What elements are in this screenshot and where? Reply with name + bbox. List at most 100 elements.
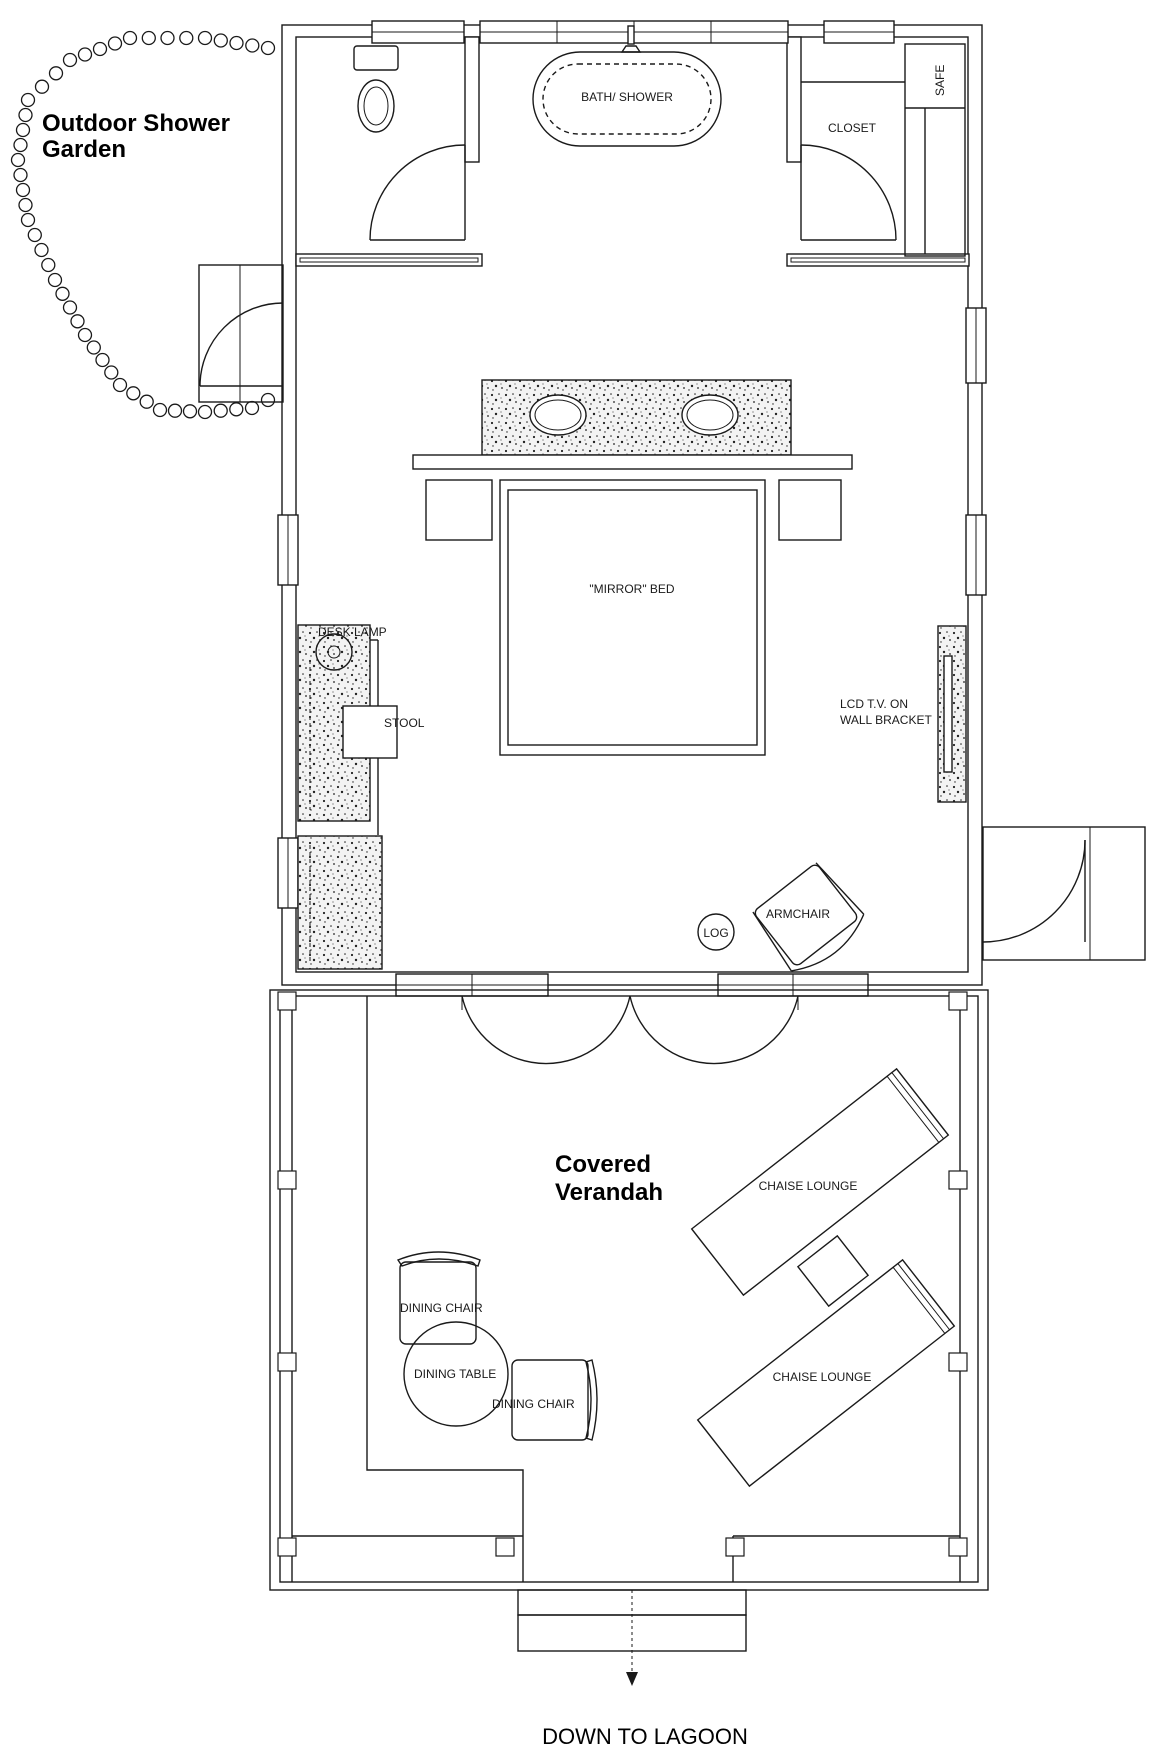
- garden-dot: [20, 92, 36, 108]
- bed-label: "MIRROR" BED: [589, 582, 675, 596]
- garden-dot: [34, 242, 49, 258]
- garden-dot: [141, 30, 156, 46]
- dining-chair-2-label: DINING CHAIR: [492, 1397, 575, 1411]
- garden-dot: [104, 365, 119, 380]
- verandah-post: [277, 1170, 297, 1190]
- chaise-1-label: CHAISE LOUNGE: [759, 1179, 858, 1193]
- verandah-post: [948, 1537, 968, 1557]
- garden-dot: [15, 122, 31, 138]
- garden-dot: [112, 377, 128, 393]
- chaise-lounge-2: [696, 1258, 956, 1488]
- verandah-post: [725, 1537, 745, 1557]
- outdoor-label-2: Garden: [42, 136, 126, 163]
- armchair: [752, 862, 865, 972]
- tv-wall-bracket: [937, 625, 967, 803]
- closet-label: CLOSET: [828, 121, 877, 135]
- garden-dot: [18, 107, 33, 123]
- garden-dot: [213, 403, 228, 418]
- dining-chair-1: [396, 1251, 481, 1345]
- outdoor-label-1: Outdoor Shower: [42, 110, 230, 137]
- vanity-counter: [412, 379, 853, 470]
- verandah-post: [948, 1170, 968, 1190]
- garden-dot: [77, 327, 93, 343]
- garden-dot: [179, 30, 194, 46]
- garden-dot: [260, 392, 276, 408]
- verandah-label-2: Verandah: [555, 1179, 663, 1206]
- garden-dot: [229, 35, 244, 51]
- building-walls: [281, 24, 983, 986]
- garden-dot: [197, 404, 213, 420]
- down-to-lagoon-label: DOWN TO LAGOON: [542, 1724, 748, 1749]
- verandah-post: [948, 991, 968, 1011]
- garden-dot: [245, 38, 260, 53]
- closet: [801, 43, 966, 257]
- garden-dot: [15, 182, 31, 198]
- verandah-post: [277, 1352, 297, 1372]
- side-door-right: [982, 826, 1146, 961]
- dining-table-label: DINING TABLE: [414, 1367, 496, 1381]
- garden-dot: [95, 352, 110, 368]
- garden-dotted-outline: [10, 30, 276, 420]
- garden-dot: [20, 212, 36, 228]
- garden-dot: [167, 403, 183, 418]
- garden-dot: [18, 197, 33, 213]
- chaise-lounge-1: [690, 1067, 950, 1297]
- garden-dot: [107, 36, 123, 51]
- garden-dot: [13, 137, 28, 153]
- garden-dot: [182, 404, 198, 419]
- garden-dot: [41, 257, 56, 273]
- nightstands: [425, 479, 842, 541]
- garden-dot: [260, 40, 276, 56]
- verandah-post: [495, 1537, 515, 1557]
- garden-dot: [47, 272, 63, 288]
- tv-label-2: WALL BRACKET: [840, 713, 932, 727]
- mirror-bed: [499, 479, 766, 756]
- desk: [297, 624, 398, 970]
- garden-dot: [86, 340, 101, 355]
- verandah-post: [277, 991, 297, 1011]
- garden-dot: [62, 52, 78, 68]
- french-doors: [461, 995, 799, 1065]
- log-stool: [697, 913, 735, 951]
- garden-dot: [139, 394, 154, 409]
- log-label: LOG: [703, 926, 728, 940]
- tv-label-1: LCD T.V. ON: [840, 697, 908, 711]
- dining-chair-1-label: DINING CHAIR: [400, 1301, 483, 1315]
- armchair-label: ARMCHAIR: [766, 907, 830, 921]
- toilet: [353, 45, 399, 133]
- garden-dot: [70, 314, 85, 329]
- bathtub: [532, 25, 722, 147]
- garden-dot: [27, 227, 42, 243]
- garden-dot: [48, 66, 64, 81]
- stool-label: STOOL: [384, 716, 425, 730]
- garden-dot: [229, 402, 244, 417]
- garden-dot: [10, 152, 26, 168]
- garden-dot: [34, 79, 50, 94]
- side-table: [796, 1234, 870, 1308]
- garden-dot: [126, 386, 141, 401]
- garden-dot: [160, 30, 175, 46]
- chaise-2-label: CHAISE LOUNGE: [773, 1370, 872, 1384]
- dining-chair-2: [511, 1359, 598, 1441]
- steps: [517, 1589, 747, 1686]
- closet-door: [800, 144, 897, 241]
- garden-dot: [62, 300, 78, 315]
- garden-dot: [122, 30, 138, 46]
- garden-dot: [152, 402, 168, 418]
- side-windows: [277, 307, 987, 909]
- verandah-post: [948, 1352, 968, 1372]
- bath-label: BATH/ SHOWER: [581, 90, 673, 104]
- garden-dot: [197, 30, 213, 46]
- verandah-posts: [277, 991, 968, 1557]
- verandah-post: [277, 1537, 297, 1557]
- dining-table: [403, 1321, 509, 1427]
- verandah-label-1: Covered: [555, 1151, 651, 1178]
- garden-dot: [55, 286, 70, 301]
- bath-door-left: [369, 144, 466, 241]
- garden-dot: [213, 33, 228, 48]
- desk-lamp-label: DESK LAMP: [318, 625, 387, 639]
- garden-dot: [92, 41, 108, 57]
- garden-dot: [13, 167, 28, 183]
- garden-dot: [77, 47, 93, 62]
